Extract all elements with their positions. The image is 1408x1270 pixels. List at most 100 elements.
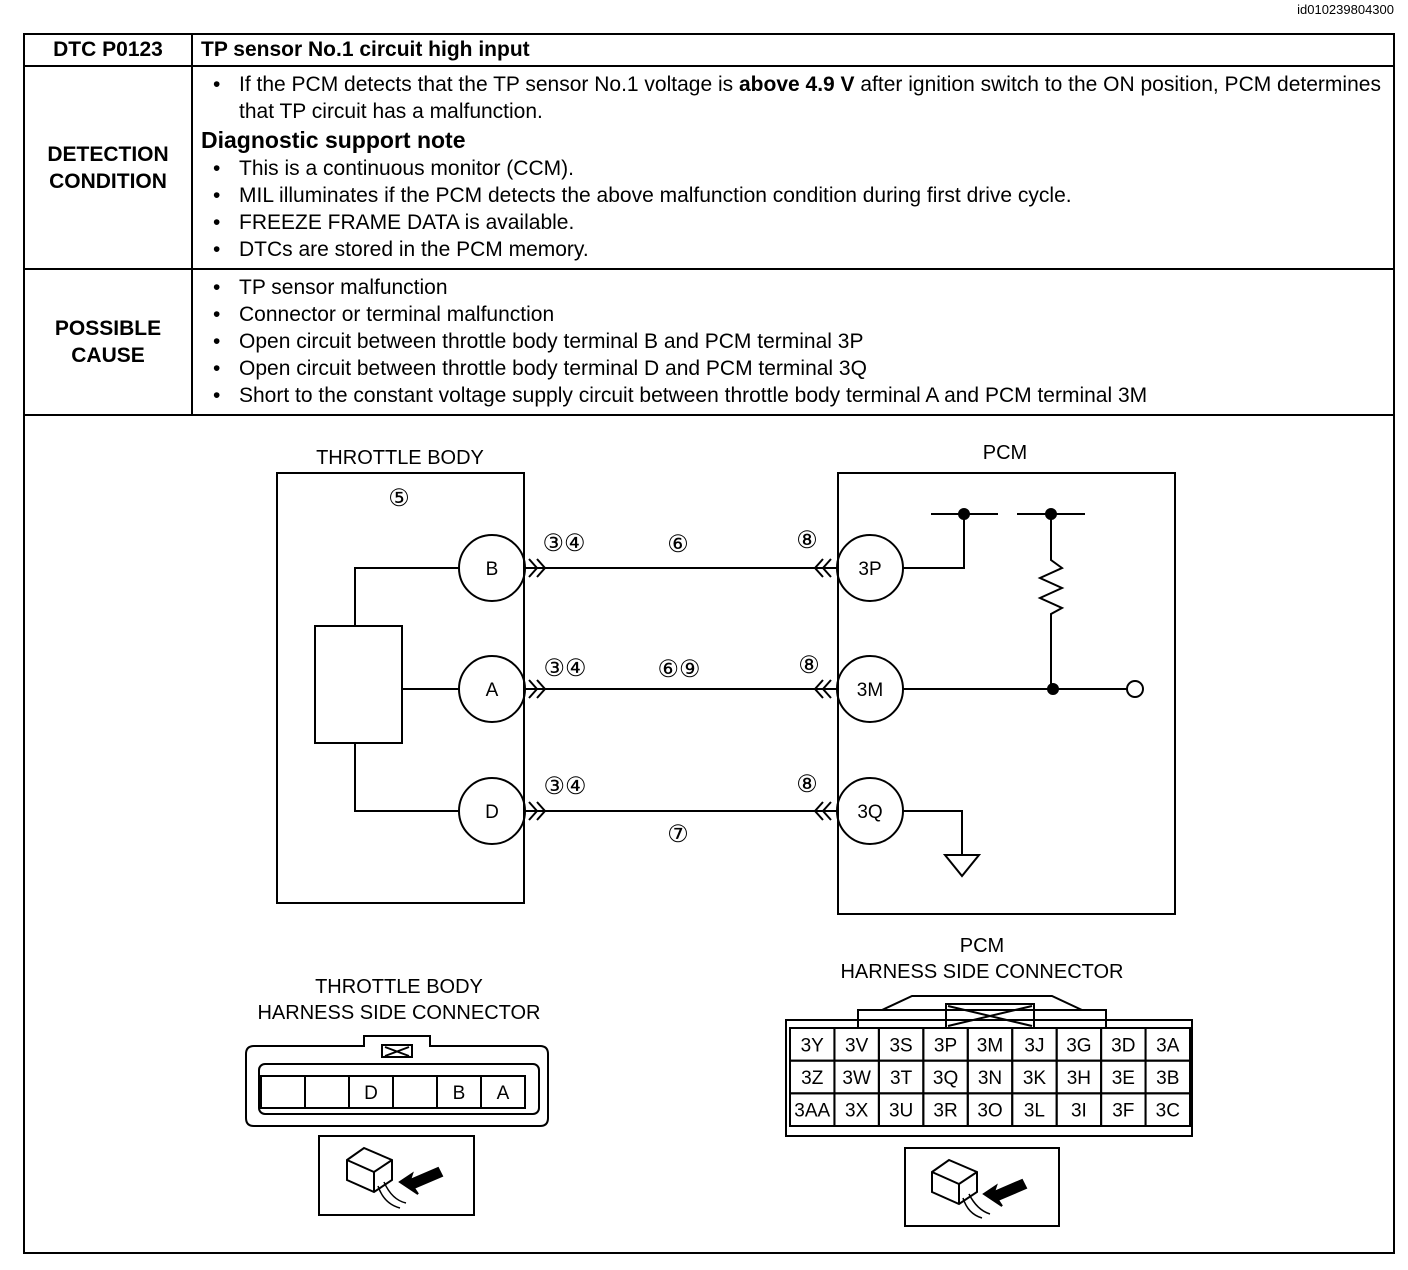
pcm-connector-chevron xyxy=(821,558,832,578)
pcm-terminal-3q-label: 3Q xyxy=(857,802,882,823)
pcm-connector-chevron xyxy=(821,679,832,699)
pcm-junction-dot xyxy=(1047,683,1059,695)
tb-connector-pin xyxy=(260,1075,306,1109)
detection-threshold: above 4.9 V xyxy=(738,73,855,96)
pcm-connector-view-frame xyxy=(904,1147,1060,1227)
pcm-connector-pin-label: 3H xyxy=(1067,1068,1091,1089)
pcm-connector-pin-label: 3F xyxy=(1112,1101,1134,1122)
throttle-body-label: THROTTLE BODY xyxy=(316,447,484,469)
pcm-terminal-3p: 3P xyxy=(836,534,904,602)
tb-connector-pin xyxy=(392,1075,438,1109)
tb-connector-chevron xyxy=(528,801,539,821)
tb-connector-chevron xyxy=(536,801,547,821)
callout-pcm-conn-a: ⑧ xyxy=(798,652,820,679)
pcm-connector-pin-label: 3A xyxy=(1156,1035,1180,1056)
arrow-icon xyxy=(398,1166,444,1195)
diagnostic-note-item: MIL illuminates if the PCM detects the a… xyxy=(201,182,1385,209)
pcm-connector-pin-label: 3K xyxy=(1023,1068,1047,1089)
pcm-connector-pin-label: 3C xyxy=(1156,1101,1180,1122)
pcm-connector-pin-label: 3P xyxy=(934,1035,957,1056)
tb-connector-pins: D B A xyxy=(260,1075,526,1109)
callout-wire-a: ⑥⑨ xyxy=(657,656,700,683)
connector-block-icon xyxy=(346,1146,393,1194)
wire-lead-icon xyxy=(962,1193,991,1219)
callout-pcm-conn-b: ⑧ xyxy=(796,527,818,554)
ground-symbol xyxy=(942,854,982,878)
detection-label: DETECTION CONDITION xyxy=(23,65,193,270)
throttle-body-callout: ⑤ xyxy=(388,485,410,512)
pcm-connector-title-line2: HARNESS SIDE CONNECTOR xyxy=(840,961,1123,983)
pcm-connector-pin-label: 3Z xyxy=(801,1068,824,1089)
document-id: id010239804300 xyxy=(1297,2,1394,17)
cause-label: POSSIBLE CAUSE xyxy=(23,268,193,416)
detection-main-list: If the PCM detects that the TP sensor No… xyxy=(201,71,1385,125)
cause-row: POSSIBLE CAUSE TP sensor malfunction Con… xyxy=(23,268,1395,416)
cause-content: TP sensor malfunction Connector or termi… xyxy=(191,268,1395,416)
pcm-connector-pin-label: 3T xyxy=(890,1068,913,1089)
sensor-wire-b xyxy=(354,567,459,626)
tb-connector-chevron xyxy=(528,679,539,699)
diagnostic-note-item: DTCs are stored in the PCM memory. xyxy=(201,236,1385,263)
tp-sensor-element xyxy=(314,625,403,744)
cause-list: TP sensor malfunction Connector or termi… xyxy=(201,274,1385,409)
pcm-terminal-3p-label: 3P xyxy=(858,559,881,580)
cause-item: Short to the constant voltage supply cir… xyxy=(201,382,1385,409)
pcm-connector-latch-mark xyxy=(947,1005,1033,1027)
pcm-connector-housing xyxy=(785,1019,1193,1137)
pcm-terminal-3q: 3Q xyxy=(836,777,904,845)
dtc-code: DTC P0123 xyxy=(23,33,193,67)
detection-text-pre: If the PCM detects that the TP sensor No… xyxy=(239,73,739,96)
tb-connector-chevron xyxy=(536,558,547,578)
callout-wire-b: ⑥ xyxy=(667,531,689,558)
detection-row: DETECTION CONDITION If the PCM detects t… xyxy=(23,65,1395,270)
tb-connector-chevron xyxy=(536,679,547,699)
tb-connector-pin-label: D xyxy=(364,1083,378,1104)
pcm-connector-pin-label: 3Q xyxy=(933,1068,958,1089)
diagnostic-note-list: This is a continuous monitor (CCM). MIL … xyxy=(201,155,1385,263)
callout-pcm-conn-d: ⑧ xyxy=(796,771,818,798)
detection-label-line2: CONDITION xyxy=(49,169,167,193)
tb-terminal-b-label: B xyxy=(486,559,499,580)
pcm-signal-output-terminal xyxy=(1126,680,1144,698)
callout-tb-conn-b: ③④ xyxy=(542,530,585,557)
tb-connector-title-line2: HARNESS SIDE CONNECTOR xyxy=(257,1002,540,1024)
pcm-connector-pin-label: 3D xyxy=(1111,1035,1135,1056)
pcm-connector-pin xyxy=(1144,1092,1191,1128)
pcm-connector-pin-label: 3R xyxy=(933,1101,957,1122)
header-row: DTC P0123 TP sensor No.1 circuit high in… xyxy=(23,33,1395,67)
wiring-diagram: THROTTLE BODY ⑤ B A D ③④ ⑥ ⑧ ③④ ⑥⑨ ⑧ ③④ … xyxy=(245,442,1193,1227)
pcm-connector-pin-label: 3S xyxy=(889,1035,912,1056)
tb-terminal-a: A xyxy=(458,655,526,723)
pcm-connector-pin-label: 3W xyxy=(842,1068,871,1089)
pcm-connector-chevron xyxy=(813,679,824,699)
pcm-connector-pin-label: 3J xyxy=(1024,1035,1044,1056)
pcm-connector-pin-label: 3AA xyxy=(794,1101,830,1122)
pcm-connector-pin-label: 3U xyxy=(889,1101,913,1122)
tb-connector-view-icon xyxy=(318,1135,475,1216)
pcm-3p-internal-wire xyxy=(903,514,965,569)
tb-connector-pin xyxy=(480,1075,526,1109)
pcm-connector-pin-label: 3G xyxy=(1066,1035,1091,1056)
pcm-connector-pin-label: 3B xyxy=(1156,1068,1179,1089)
tb-connector-pin xyxy=(304,1075,350,1109)
callout-tb-conn-a: ③④ xyxy=(543,655,586,682)
cause-label-line2: CAUSE xyxy=(71,344,145,367)
pcm-pullup-resistor xyxy=(1037,514,1065,689)
pcm-connector-chevron xyxy=(821,801,832,821)
diagnostic-note-item: This is a continuous monitor (CCM). xyxy=(201,155,1385,182)
pcm-connector-chevron xyxy=(813,801,824,821)
tb-connector-chevron xyxy=(528,558,539,578)
detection-label-line1: DETECTION xyxy=(47,142,169,166)
dtc-table: DTC P0123 TP sensor No.1 circuit high in… xyxy=(23,33,1395,416)
cause-item: Open circuit between throttle body termi… xyxy=(201,328,1385,355)
pcm-label: PCM xyxy=(983,442,1027,464)
tb-connector-title-line1: THROTTLE BODY xyxy=(315,976,483,998)
wiring-diagram-area: THROTTLE BODY ⑤ B A D ③④ ⑥ ⑧ ③④ ⑥⑨ ⑧ ③④ … xyxy=(23,416,1395,1254)
pcm-connector-view-icon xyxy=(904,1147,1060,1227)
diagnostic-note-title: Diagnostic support note xyxy=(201,127,466,153)
pcm-connector-title-line1: PCM xyxy=(960,935,1004,957)
connector-block-icon xyxy=(931,1158,978,1206)
arrow-icon xyxy=(982,1178,1028,1207)
pcm-connector-chevron xyxy=(813,558,824,578)
